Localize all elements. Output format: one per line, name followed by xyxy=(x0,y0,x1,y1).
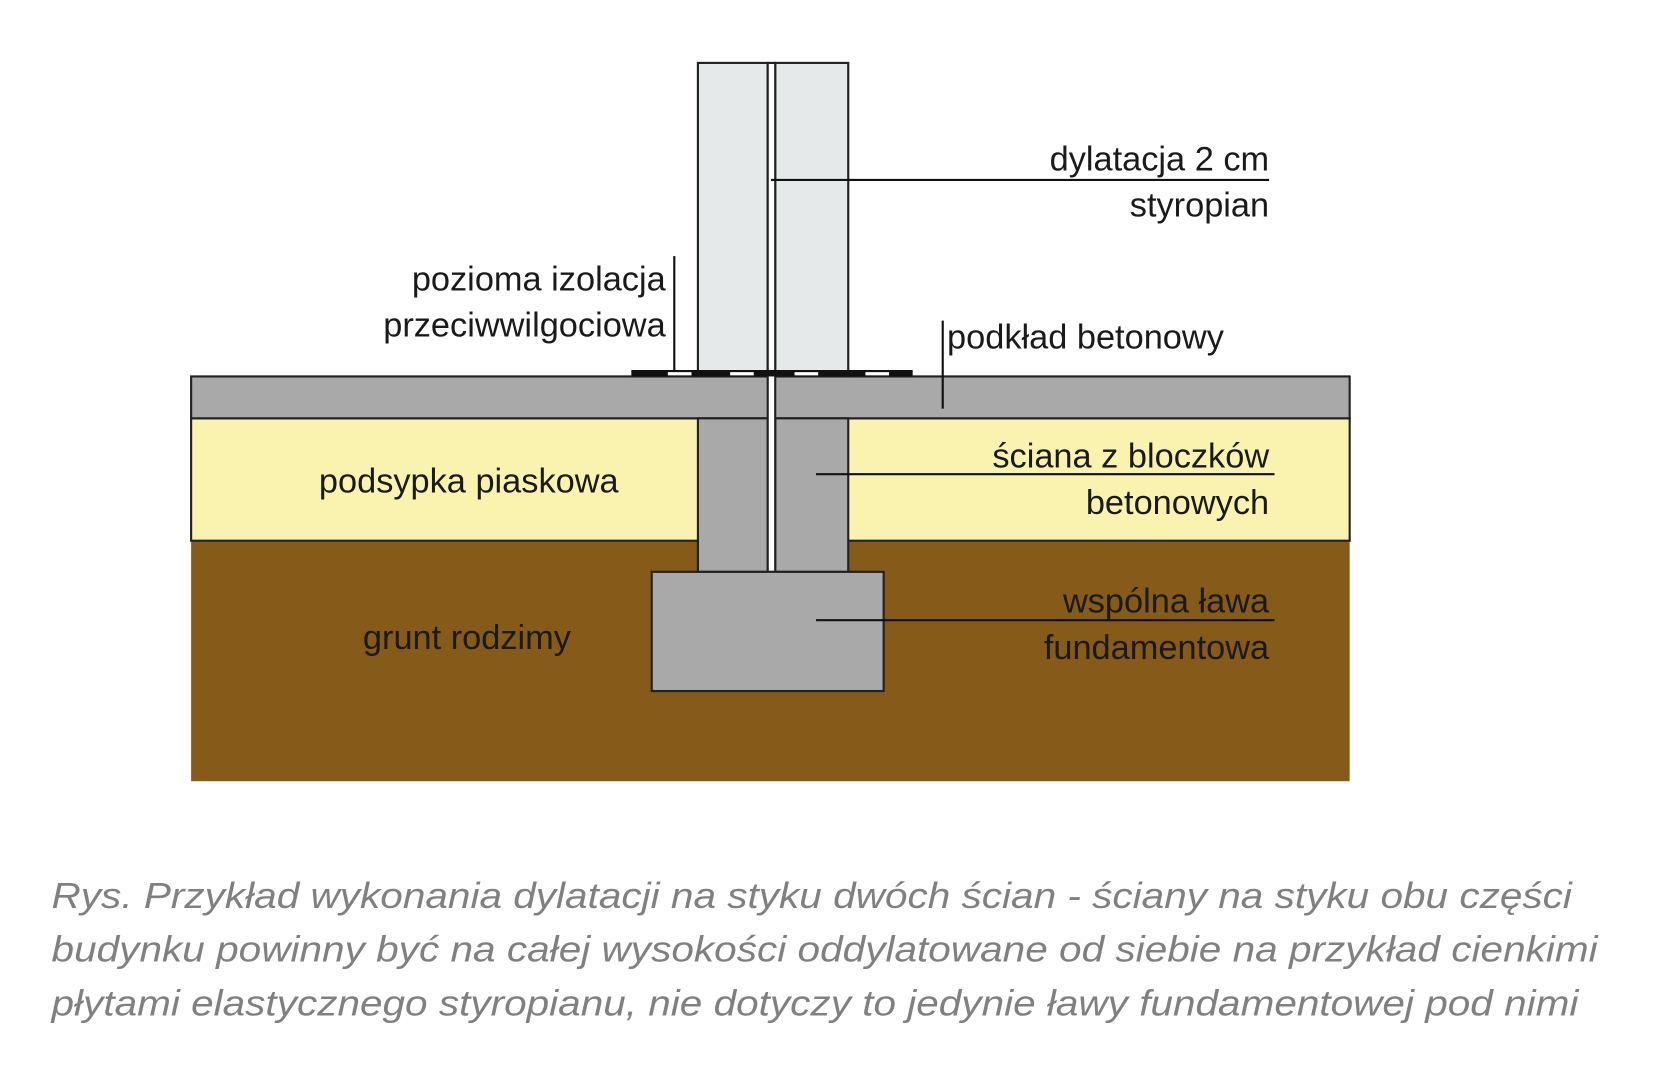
caption-line-1: Rys. Przykład wykonania dylatacji na sty… xyxy=(52,875,1573,916)
label-concrete-base: podkład betonowy xyxy=(947,319,1225,357)
label-block-wall-2: betonowych xyxy=(1086,484,1269,522)
label-dilatation: dylatacja 2 cm xyxy=(1050,140,1270,178)
caption-line-3: płytami elastycznego styropianu, nie dot… xyxy=(50,982,1579,1023)
damp-proof-membrane xyxy=(631,370,913,377)
expansion-gap xyxy=(766,61,777,573)
label-native-soil: grunt rodzimy xyxy=(363,619,572,657)
label-styrofoam: styropian xyxy=(1130,186,1269,224)
label-footing-2: fundamentowa xyxy=(1044,629,1270,667)
upper-wall-left xyxy=(696,61,769,378)
label-insulation-1: pozioma izolacja xyxy=(412,261,667,299)
footing xyxy=(650,570,885,693)
label-insulation-2: przeciwwilgociowa xyxy=(383,307,666,345)
label-sand-fill: podsypka piaskowa xyxy=(319,462,620,500)
label-block-wall-1: ściana z bloczków xyxy=(992,438,1269,476)
caption-line-2: budynku powinny być na całej wysokości o… xyxy=(52,929,1599,970)
upper-wall-right xyxy=(774,61,850,378)
block-wall-right xyxy=(774,417,850,573)
label-footing-1: wspólna ława xyxy=(1062,583,1270,621)
block-wall-left xyxy=(696,417,769,573)
